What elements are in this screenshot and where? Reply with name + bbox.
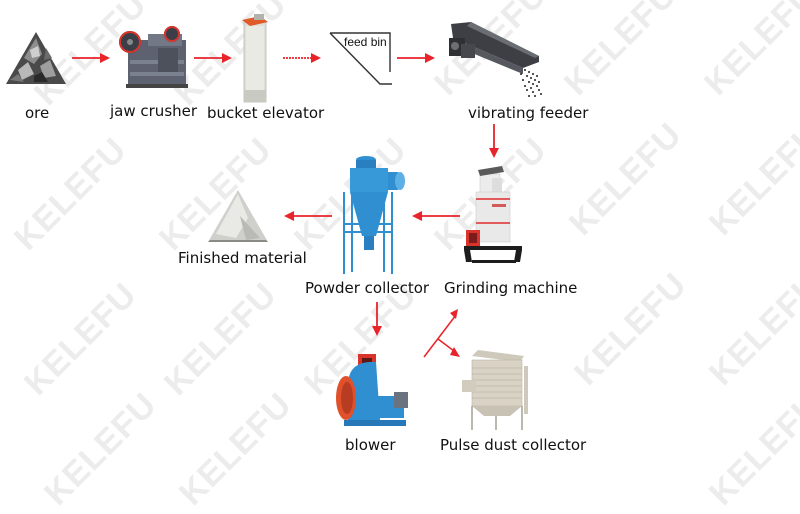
pulse-dust-collector-label: Pulse dust collector xyxy=(440,436,587,454)
arrow-powder-collector-to-blower-icon xyxy=(372,302,382,336)
arrow-ore-to-jaw-crusher-icon xyxy=(72,53,110,63)
powder-collector-node xyxy=(340,154,410,276)
ore-pile-icon xyxy=(6,32,66,84)
watermark: KELEFU xyxy=(697,0,800,103)
vibrating-feeder-machine-icon xyxy=(449,22,542,97)
watermark: KELEFU xyxy=(172,385,300,513)
arrow-vibrating-feeder-to-grinding-machine-icon xyxy=(489,124,499,158)
watermark: KELEFU xyxy=(702,115,800,243)
vibrating-feeder-label: vibrating feeder xyxy=(468,104,589,122)
arrow-feed-bin-to-vibrating-feeder-icon xyxy=(397,53,435,63)
ore-label: ore xyxy=(25,104,50,122)
arrow-grinding-machine-to-powder-collector-icon xyxy=(412,211,460,221)
grinding-machine-node xyxy=(462,166,526,266)
finished-material-powder-pile-icon xyxy=(208,190,268,242)
feed-bin-label: feed bin xyxy=(344,35,387,49)
bucket-elevator-machine-icon xyxy=(242,14,268,103)
jaw-crusher-label: jaw crusher xyxy=(110,102,198,120)
pulse-dust-collector-icon xyxy=(462,350,528,430)
blower-label: blower xyxy=(345,436,396,454)
arrow-powder-collector-to-finished-material-icon xyxy=(284,211,332,221)
powder-collector-cyclone-icon xyxy=(343,156,405,274)
bucket-elevator-label: bucket elevator xyxy=(207,104,325,122)
pulse-dust-collector-node xyxy=(460,350,540,432)
powder-collector-label: Powder collector xyxy=(305,279,430,297)
jaw-crusher-machine-icon xyxy=(119,26,188,88)
blower-node xyxy=(334,352,424,432)
watermark: KELEFU xyxy=(557,0,685,103)
feed-bin-node xyxy=(328,32,392,88)
watermark: KELEFU xyxy=(7,130,135,258)
jaw-crusher-node xyxy=(118,24,190,90)
finished-material-node xyxy=(206,188,270,244)
watermark: KELEFU xyxy=(562,115,690,243)
watermark: KELEFU xyxy=(37,385,165,513)
watermark: KELEFU xyxy=(702,265,800,393)
grinding-machine-icon xyxy=(464,166,522,263)
watermark: KELEFU xyxy=(702,385,800,513)
grinding-machine-label: Grinding machine xyxy=(444,279,578,297)
ore-node xyxy=(4,30,68,86)
bucket-elevator-node xyxy=(240,12,270,104)
vibrating-feeder-node xyxy=(445,20,555,100)
arrow-jaw-crusher-to-bucket-elevator-icon xyxy=(194,53,232,63)
arrow-bucket-elevator-to-feed-bin-icon xyxy=(283,53,321,63)
arrow-blower-split-icon xyxy=(423,309,460,358)
watermark: KELEFU xyxy=(567,265,695,393)
finished-material-label: Finished material xyxy=(178,249,307,267)
watermark: KELEFU xyxy=(17,275,145,403)
feed-bin-outline-icon xyxy=(329,32,392,85)
watermark: KELEFU xyxy=(157,275,285,403)
blower-fan-icon xyxy=(336,354,408,426)
